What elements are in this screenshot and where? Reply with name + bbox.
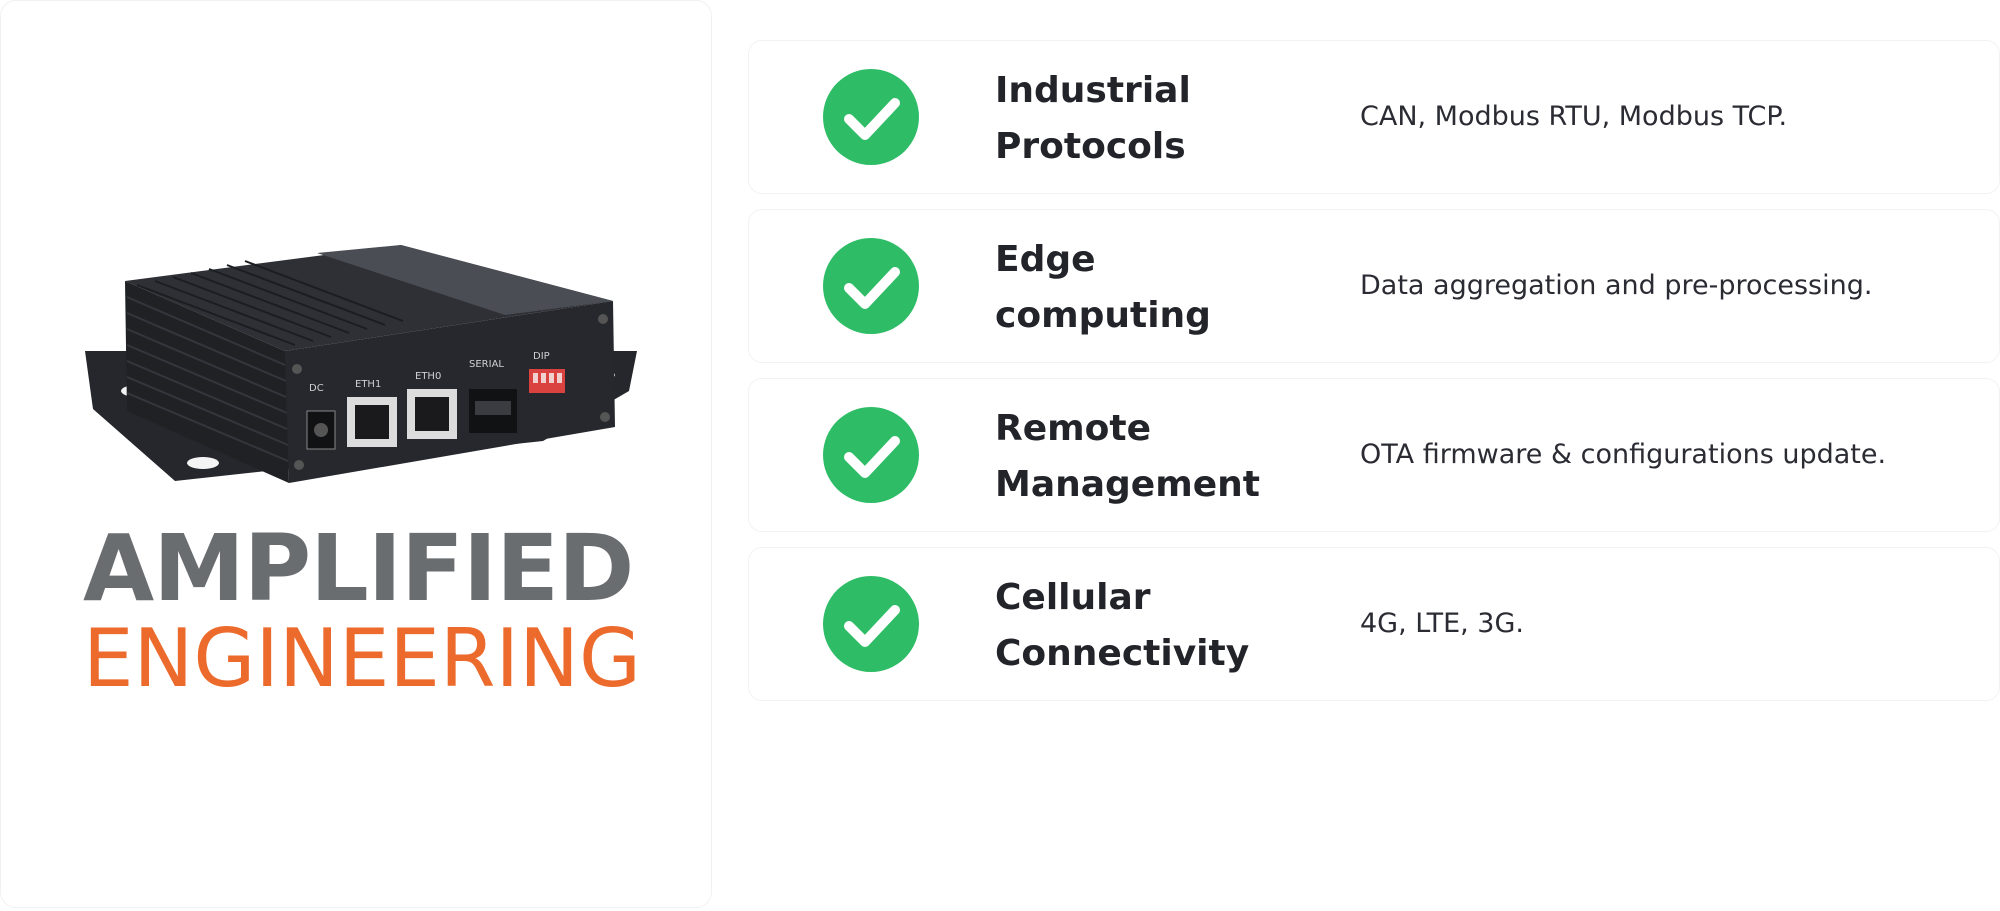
feature-description: Data aggregation and pre-processing. <box>1360 270 1873 301</box>
feature-description: CAN, Modbus RTU, Modbus TCP. <box>1360 101 1788 132</box>
dc-label: DC <box>309 383 324 394</box>
router-device-image: DC ETH1 ETH0 SERIAL DIP <box>85 245 637 483</box>
serial-label: SERIAL <box>469 359 504 370</box>
dip-label: DIP <box>533 351 550 362</box>
feature-description: 4G, LTE, 3G. <box>1360 608 1524 639</box>
check-circle-icon <box>823 407 919 503</box>
product-card: DC ETH1 ETH0 SERIAL DIP AMPLIFIED ENGINE… <box>0 0 712 908</box>
check-circle-icon <box>823 576 919 672</box>
eth1-label: ETH1 <box>355 379 381 390</box>
feature-title: Remote Management <box>995 408 1260 505</box>
feature-title: Edge computing <box>995 239 1211 336</box>
amplified-engineering-logo: AMPLIFIED ENGINEERING <box>83 521 643 701</box>
feature-title: Cellular Connectivity <box>995 577 1250 674</box>
feature-description: OTA firmware & configurations update. <box>1360 439 1887 470</box>
feature-row-edge-computing: Edge computing Data aggregation and pre-… <box>748 209 2000 363</box>
feature-row-cellular-connectivity: Cellular Connectivity 4G, LTE, 3G. <box>748 547 2000 701</box>
feature-row-industrial-protocols: Industrial Protocols CAN, Modbus RTU, Mo… <box>748 40 2000 194</box>
feature-list: Industrial Protocols CAN, Modbus RTU, Mo… <box>748 40 2000 716</box>
feature-title: Industrial Protocols <box>995 70 1191 167</box>
feature-row-remote-management: Remote Management OTA firmware & configu… <box>748 378 2000 532</box>
logo-line-engineering: ENGINEERING <box>83 612 641 705</box>
logo-line-amplified: AMPLIFIED <box>83 515 634 622</box>
check-circle-icon <box>823 238 919 334</box>
eth0-label: ETH0 <box>415 371 441 382</box>
check-circle-icon <box>823 69 919 165</box>
